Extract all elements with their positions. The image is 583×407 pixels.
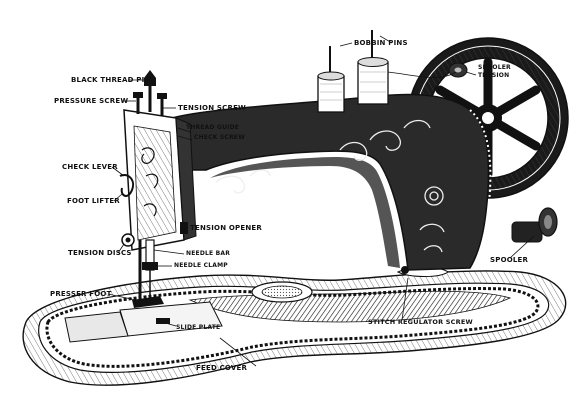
- label-spooler-tension-line2: TENSION: [478, 72, 510, 79]
- bobbin-pins: [317, 30, 457, 113]
- label-foot-lifter: FOOT LIFTER: [67, 197, 120, 205]
- label-pressure-screw: PRESSURE SCREW: [54, 97, 129, 105]
- leader-lines: [107, 35, 535, 367]
- label-needle-clamp: NEEDLE CLAMP: [174, 262, 228, 269]
- machine-base: [22, 266, 567, 386]
- label-slide-plate: SLIDE PLATE: [176, 324, 221, 331]
- label-check-screw: CHECK SCREW: [194, 134, 245, 141]
- label-tension-screw: TENSION SCREW: [178, 104, 246, 112]
- label-spooler: SPOOLER: [490, 256, 529, 264]
- label-needle-bar: NEEDLE BAR: [186, 250, 231, 257]
- label-bobbin-pins: BOBBIN PINS: [354, 39, 408, 47]
- label-spooler-tension-line1: SPOOLER: [478, 64, 511, 71]
- machine-head: [119, 70, 197, 308]
- label-tension-opener: TENSION OPENER: [190, 224, 263, 232]
- label-thread-guide: THREAD GUIDE: [186, 124, 240, 131]
- label-black-thread-pin: BLACK THREAD PIN: [71, 76, 151, 84]
- label-tension-discs: TENSION DISCS: [68, 249, 132, 257]
- label-feed-cover: FEED COVER: [196, 364, 248, 372]
- label-presser-foot: PRESSER FOOT: [50, 290, 112, 298]
- machine-arm: [171, 93, 492, 271]
- label-stitch-regulator-screw: STITCH REGULATOR SCREW: [368, 318, 473, 326]
- label-check-lever: CHECK LEVER: [62, 163, 118, 171]
